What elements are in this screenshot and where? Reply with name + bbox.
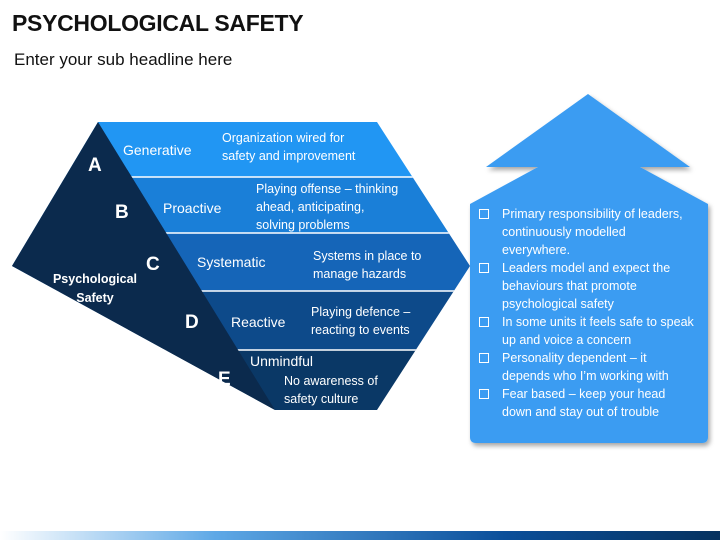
level-name-unmindful: Unmindful bbox=[250, 353, 313, 369]
center-label-line1: Psychological bbox=[53, 272, 137, 286]
arrow-panel bbox=[470, 94, 708, 443]
level-name-generative: Generative bbox=[123, 142, 192, 158]
page-title: PSYCHOLOGICAL SAFETY bbox=[12, 10, 304, 36]
level-desc-reactive-line1: Playing defence – bbox=[311, 305, 410, 319]
checkbox-bullet-icon bbox=[479, 389, 489, 399]
level-desc-reactive-line2: reacting to events bbox=[311, 323, 410, 337]
level-letter-a: A bbox=[88, 155, 102, 176]
checkbox-bullet-icon bbox=[479, 209, 489, 219]
arrow-panel-text: Primary responsibility of leaders,contin… bbox=[476, 205, 706, 421]
level-desc-generative-line1: Organization wired for bbox=[222, 131, 344, 145]
level-desc-proactive-line2: ahead, anticipating, bbox=[256, 200, 364, 214]
level-desc-generative-line2: safety and improvement bbox=[222, 149, 356, 163]
level-desc-unmindful: No awareness of safety culture bbox=[284, 374, 381, 406]
level-letter-d: D bbox=[185, 312, 199, 333]
level-desc-systematic-line1: Systems in place to bbox=[313, 249, 421, 263]
level-desc-proactive-line1: Playing offense – thinking bbox=[256, 182, 398, 196]
checkbox-bullet-icon bbox=[479, 353, 489, 363]
level-desc-generative: Organization wired for safety and improv… bbox=[222, 131, 356, 163]
panel-item: Primary responsibility of leaders,contin… bbox=[476, 205, 706, 259]
level-name-reactive: Reactive bbox=[231, 314, 286, 330]
level-letter-c: C bbox=[146, 254, 160, 275]
level-desc-reactive: Playing defence – reacting to events bbox=[311, 305, 414, 337]
page-subtitle: Enter your sub headline here bbox=[14, 50, 233, 69]
level-desc-systematic-line2: manage hazards bbox=[313, 267, 406, 281]
level-desc-unmindful-line2: safety culture bbox=[284, 392, 358, 406]
level-name-proactive: Proactive bbox=[163, 200, 222, 216]
level-desc-unmindful-line1: No awareness of bbox=[284, 374, 378, 388]
footer-gradient-bar bbox=[0, 531, 720, 540]
psychological-safety-triangle bbox=[12, 122, 275, 410]
level-desc-proactive-line3: solving problems bbox=[256, 218, 350, 232]
checkbox-bullet-icon bbox=[479, 263, 489, 273]
level-letter-b: B bbox=[115, 202, 129, 223]
center-label-line2: Safety bbox=[76, 291, 114, 305]
checkbox-bullet-icon bbox=[479, 317, 489, 327]
level-name-systematic: Systematic bbox=[197, 254, 265, 270]
level-desc-systematic: Systems in place to manage hazards bbox=[313, 249, 425, 281]
level-letter-e: E bbox=[218, 369, 231, 390]
level-desc-proactive: Playing offense – thinking ahead, antici… bbox=[256, 182, 402, 232]
